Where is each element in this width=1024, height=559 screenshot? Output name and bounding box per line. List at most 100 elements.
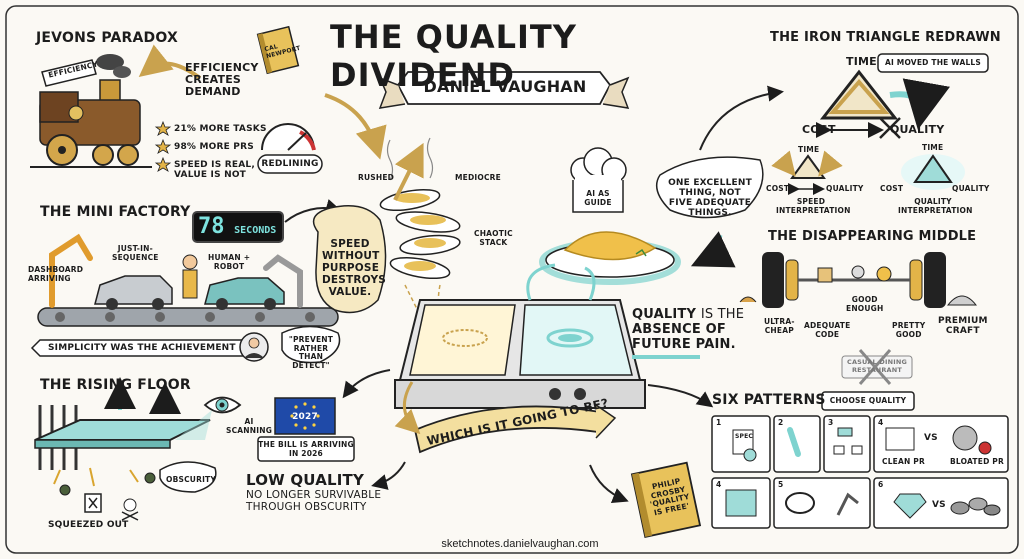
arrow-to-six-patterns — [647, 384, 714, 408]
stacked-plates-illustration — [379, 137, 461, 331]
stat-speed: SPEED IS REAL,VALUE IS NOT — [174, 160, 255, 180]
portrait-avatar — [239, 332, 269, 362]
quote-bubble — [281, 325, 341, 364]
pattern-number-3: 3 — [828, 418, 834, 427]
clean-pr-label: CLEAN PR — [882, 457, 925, 466]
bloated-pr-label: BLOATED PR — [950, 457, 1004, 466]
arrow-to-crosby — [589, 464, 629, 503]
pattern-number-4b: 4 — [716, 480, 722, 489]
stat-tasks: 21% MORE TASKS — [174, 124, 267, 134]
pattern-number-5: 5 — [778, 480, 784, 489]
eye-icon — [175, 396, 242, 440]
page-frame — [5, 5, 1019, 554]
iron-triangle-diagram — [816, 69, 950, 139]
arrow-to-rising-floor — [342, 369, 391, 399]
mini-factory-heading: THE MINI FACTORY — [40, 204, 191, 220]
pattern-number-6: 6 — [878, 480, 884, 489]
star-bullet-icons — [154, 120, 172, 172]
timer-readout: 78 SECONDS — [198, 214, 277, 239]
just-in-sequence-label: JUST-IN-SEQUENCE — [112, 244, 159, 262]
left-cost-label: COST — [766, 184, 790, 193]
right-quality-label: QUALITY — [952, 184, 990, 193]
eu-flag-icon — [274, 397, 336, 435]
author-name: DANIEL VAUGHAN — [423, 77, 587, 96]
obscurity-cloud — [159, 461, 217, 493]
steam-train-illustration — [30, 54, 152, 168]
choose-quality-tag — [821, 391, 915, 411]
low-quality-statement: LOW QUALITY NO LONGER SURVIVABLE THROUGH… — [246, 471, 382, 514]
pattern-icons — [725, 425, 1001, 519]
barbell-illustration — [739, 252, 978, 308]
page-title: THE QUALITY DIVIDEND — [330, 18, 577, 94]
pattern-number-4: 4 — [878, 418, 884, 427]
right-time-label: TIME — [922, 143, 944, 152]
squeezed-out-label: SQUEEZED OUT — [48, 520, 129, 530]
iron-time-label: TIME — [846, 55, 877, 68]
omelette-plate-illustration — [539, 231, 681, 285]
timer-display — [192, 211, 284, 243]
chef-hat-icon — [570, 147, 627, 213]
spec-label: SPEC — [735, 433, 754, 440]
arrow-to-plates — [324, 93, 387, 160]
speed-interpretation-triangle — [771, 150, 843, 195]
iron-quality-label: QUALITY — [890, 123, 945, 136]
iron-cost-label: COST — [802, 123, 836, 136]
rising-floor-illustration — [34, 377, 211, 521]
mediocre-label: MEDIOCRE — [455, 173, 501, 182]
ultra-cheap-label: ULTRA-CHEAP — [764, 317, 795, 335]
efficiency-creates-demand: EFFICIENCY CREATES DEMAND — [185, 61, 259, 98]
excellent-arrow — [690, 231, 736, 268]
gas-stove-illustration — [394, 263, 646, 409]
crosby-book-icon — [630, 461, 702, 538]
quality-interpretation-triangle — [901, 154, 965, 190]
left-quality-label: QUALITY — [826, 184, 864, 193]
choose-quality-label: CHOOSE QUALITY — [829, 396, 907, 405]
demand-arrow — [138, 44, 202, 80]
arrow-to-low-quality — [371, 461, 406, 490]
speed-bubble — [312, 205, 387, 314]
cal-newport-book-icon — [256, 25, 300, 75]
footer-url[interactable]: sketchnotes.danielvaughan.com — [441, 538, 599, 550]
redlining-badge — [257, 154, 323, 174]
left-time-label: TIME — [798, 145, 820, 154]
pattern-number-1: 1 — [716, 418, 722, 427]
vs-label-1: VS — [924, 433, 938, 443]
simplicity-banner-label: SIMPLICITY WAS THE ACHIEVEMENT — [48, 343, 236, 353]
bill-card — [257, 436, 355, 462]
quality-absence-statement: QUALITY IS THE ABSENCE OF FUTURE PAIN. — [632, 307, 745, 352]
human-robot-label: HUMAN +ROBOT — [208, 253, 251, 271]
iron-triangle-heading: THE IRON TRIANGLE REDRAWN — [770, 30, 1001, 45]
casual-dining-crossed-out — [841, 349, 913, 385]
stat-prs: 98% MORE PRs — [174, 142, 254, 152]
redlining-label: REDLINING — [261, 159, 319, 169]
rising-floor-heading: THE RISING FLOOR — [40, 377, 191, 393]
assembly-line-illustration — [37, 233, 339, 327]
ai-moved-walls-note — [877, 53, 989, 73]
disappearing-middle-heading: THE DISAPPEARING MIDDLE — [768, 229, 977, 244]
pattern-number-2: 2 — [778, 418, 784, 427]
vs-label-2: VS — [932, 500, 946, 510]
jevons-heading: JEVONS PARADOX — [36, 30, 178, 46]
rushed-label: RUSHED — [358, 173, 395, 182]
ai-moved-walls-label: AI MOVED THE WALLS — [884, 58, 982, 67]
speedometer-icon — [261, 123, 316, 151]
right-cost-label: COST — [880, 184, 904, 193]
excellent-bubble — [655, 156, 764, 219]
